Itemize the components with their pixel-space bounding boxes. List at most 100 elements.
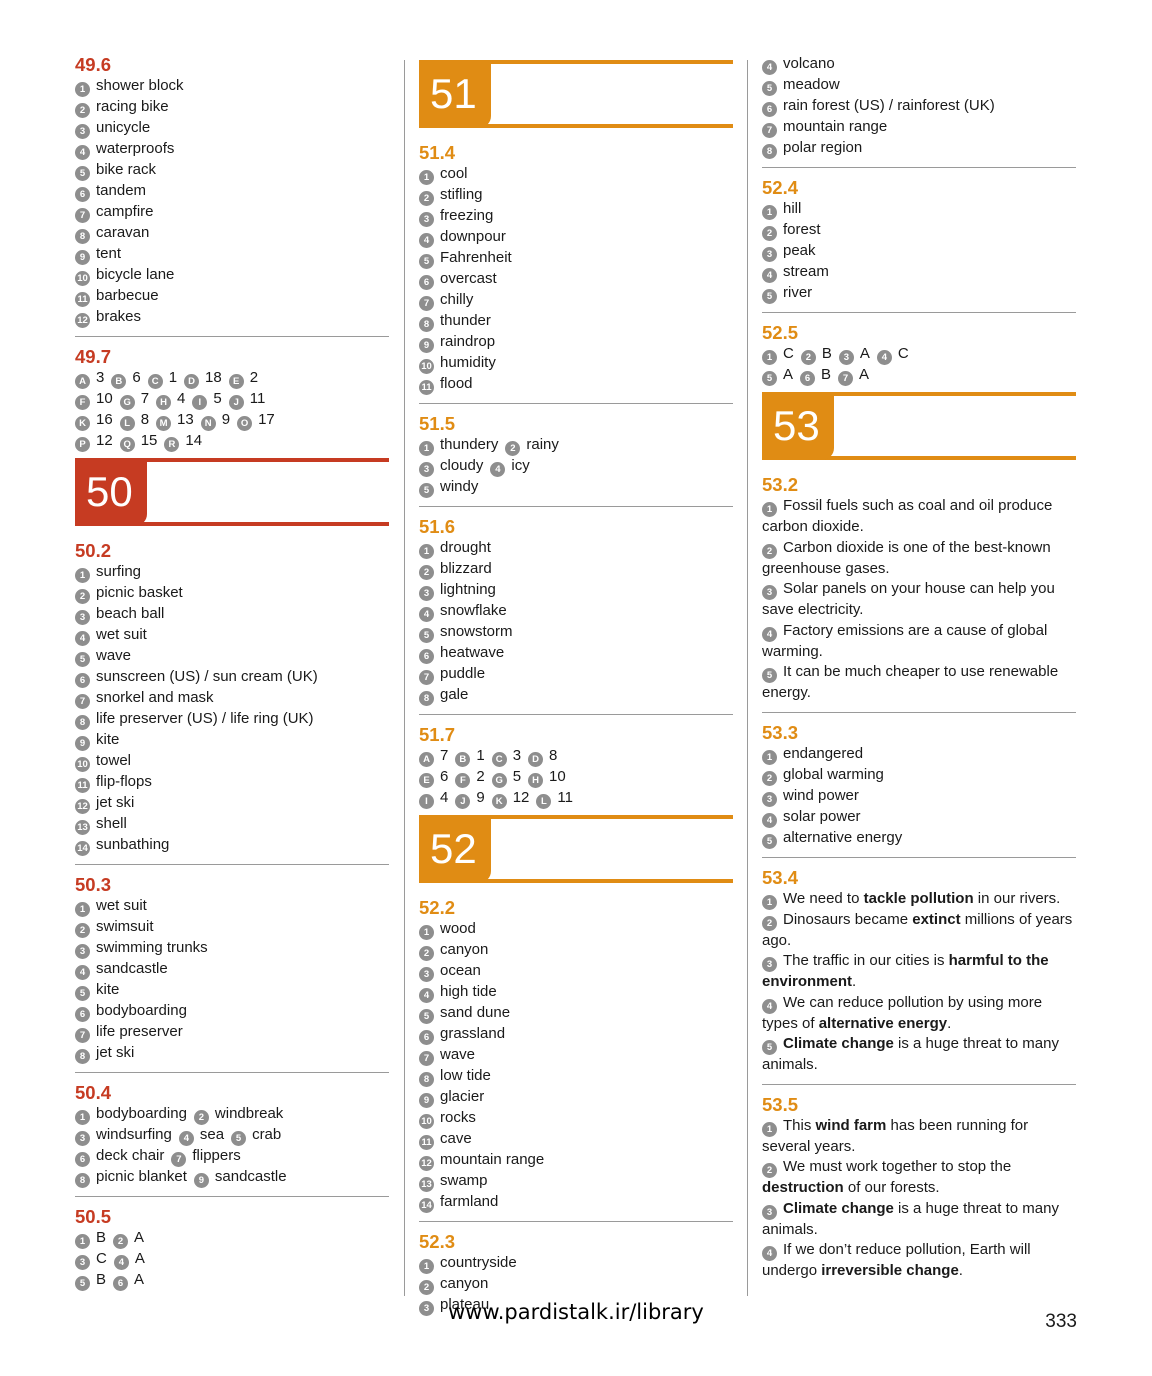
- section-number: 52.4: [762, 177, 799, 198]
- answer-text: brakes: [96, 308, 142, 325]
- section-divider: [762, 312, 1076, 313]
- number-badge: 9: [75, 736, 90, 751]
- column-divider: [404, 60, 405, 1296]
- number-badge: 3: [762, 1204, 777, 1220]
- number-badge: 5: [419, 628, 434, 643]
- number-badge: 4: [75, 145, 90, 160]
- number-badge: 3: [762, 247, 777, 262]
- answer-text: low tide: [440, 1067, 491, 1084]
- answer-text: A: [134, 1229, 145, 1246]
- answer-text: high tide: [440, 983, 497, 1000]
- answer-text: overcast: [440, 270, 497, 287]
- section-divider: [419, 1221, 733, 1222]
- section-divider: [762, 167, 1076, 168]
- number-badge: 2: [419, 1280, 434, 1295]
- number-badge: 2: [762, 226, 777, 241]
- answer-text: 10: [96, 390, 113, 407]
- answer-text: mountain range: [783, 118, 888, 135]
- number-badge: 3: [419, 1301, 434, 1316]
- answer-text: blizzard: [440, 560, 492, 577]
- section-number: 50.5: [75, 1206, 112, 1227]
- number-badge: B: [455, 752, 471, 767]
- number-badge: 5: [762, 1040, 777, 1055]
- answer-text: glacier: [440, 1088, 485, 1105]
- number-badge: M: [156, 416, 172, 431]
- number-badge: 3: [75, 1255, 90, 1270]
- number-badge: 1: [762, 749, 777, 765]
- answer-text: volcano: [783, 55, 835, 72]
- sentence-text: Solar panels on your house can help you …: [762, 580, 1055, 618]
- key-term: Climate change: [783, 1199, 894, 1217]
- section-divider: [419, 403, 733, 404]
- number-badge: F: [75, 395, 90, 410]
- section-number: 50.2: [75, 540, 112, 561]
- answer-text: snowflake: [440, 602, 507, 619]
- answer-text: B: [821, 345, 832, 362]
- number-badge: 1: [762, 502, 777, 517]
- answer-text: deck chair: [96, 1147, 165, 1164]
- answer-text: waterproofs: [96, 140, 175, 157]
- answer-text: unicycle: [96, 119, 151, 136]
- number-badge: 4: [75, 965, 90, 980]
- number-badge: 3: [762, 791, 777, 807]
- banner-bar-top: [419, 815, 733, 819]
- answer-text: windsurfing: [96, 1126, 172, 1143]
- number-badge: G: [491, 773, 507, 788]
- key-term: Climate change: [783, 1035, 894, 1052]
- section-divider: [75, 1072, 389, 1073]
- unit-number: 53: [762, 392, 834, 460]
- section-number: 53.4: [762, 866, 799, 888]
- number-badge: 5: [419, 254, 434, 269]
- key-term: destruction: [762, 1179, 844, 1196]
- answer-text: A: [134, 1250, 145, 1267]
- number-badge: 8: [75, 1173, 90, 1188]
- number-badge: 11: [75, 292, 90, 307]
- number-badge: 1: [419, 925, 434, 940]
- section-divider: [762, 711, 1076, 713]
- number-badge: 7: [838, 371, 854, 386]
- answer-text: cool: [440, 165, 468, 182]
- answer-text: 5: [213, 390, 222, 407]
- answer-text: 5: [512, 768, 522, 785]
- answer-text: 2: [249, 369, 259, 386]
